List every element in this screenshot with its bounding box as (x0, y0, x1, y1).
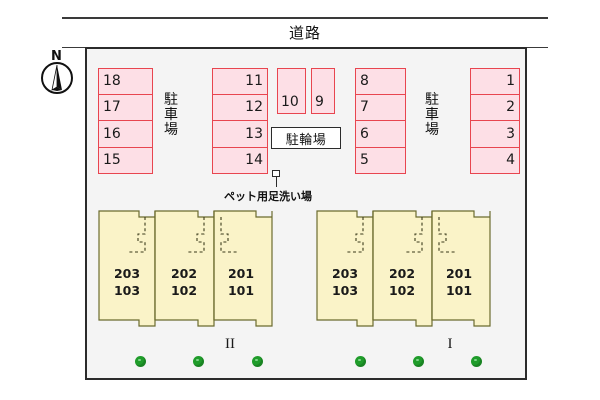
parking-stall[interactable]: 5 (355, 147, 406, 174)
parking-stall[interactable]: 17 (98, 94, 153, 121)
parking-stall[interactable]: 18 (98, 68, 153, 95)
unit-upper: 203 (331, 266, 359, 281)
pet-wash-label: ペット用足洗い場 (224, 190, 312, 203)
bicycle-parking-box[interactable]: 駐輪場 (271, 127, 341, 149)
unit-upper: 201 (227, 266, 255, 281)
unit-upper: 202 (170, 266, 198, 281)
parking-stall[interactable]: 1 (470, 68, 520, 95)
pet-wash-leader-line (276, 177, 277, 187)
tree-icon (193, 356, 204, 367)
parking-stall[interactable]: 11 (212, 68, 268, 95)
parking-stall[interactable]: 6 (355, 121, 406, 148)
parking-label-char: 駐 (425, 92, 439, 108)
tree-icon (355, 356, 366, 367)
parking-stall[interactable]: 14 (212, 147, 268, 174)
parking-column-1-4: 1 2 3 4 (470, 68, 520, 174)
unit-lower: 102 (388, 282, 416, 298)
tree-icon (135, 356, 146, 367)
parking-column-11-14: 11 12 13 14 (212, 68, 268, 174)
parking-column-15-18: 18 17 16 15 (98, 68, 153, 174)
pet-wash-marker-icon (272, 170, 280, 177)
building-II: 203 103 202 102 201 101 (98, 208, 273, 333)
road-label: 道路 (288, 24, 321, 42)
unit-label-201-101: 201 101 (437, 266, 481, 300)
building-designation-I: I (447, 336, 453, 352)
parking-lot-label-left: 駐 車 場 (163, 92, 179, 139)
unit-upper: 202 (388, 266, 416, 281)
parking-label-char: 場 (425, 122, 439, 139)
parking-stall[interactable]: 2 (470, 94, 520, 121)
parking-label-char: 駐 (164, 92, 178, 108)
unit-lower: 101 (445, 282, 473, 298)
parking-label-char: 車 (164, 107, 178, 124)
parking-stall-10[interactable]: 10 (277, 68, 306, 114)
parking-stall[interactable]: 16 (98, 121, 153, 148)
unit-label-202-102: 202 102 (380, 266, 424, 300)
building-designation-II: II (225, 336, 235, 352)
unit-upper: 203 (113, 266, 141, 281)
unit-lower: 103 (331, 282, 359, 298)
compass-rose: N (41, 49, 75, 96)
parking-column-5-8: 8 7 6 5 (355, 68, 406, 174)
parking-stall[interactable]: 15 (98, 147, 153, 174)
unit-label-203-103: 203 103 (323, 266, 367, 300)
tree-icon (413, 356, 424, 367)
parking-label-char: 車 (425, 107, 439, 124)
tree-icon (252, 356, 263, 367)
parking-stall[interactable]: 3 (470, 121, 520, 148)
unit-lower: 102 (170, 282, 198, 298)
unit-label-203-103: 203 103 (105, 266, 149, 300)
unit-label-202-102: 202 102 (162, 266, 206, 300)
parking-stall[interactable]: 4 (470, 147, 520, 174)
unit-upper: 201 (445, 266, 473, 281)
compass-needle-icon (51, 64, 62, 91)
parking-label-char: 場 (164, 122, 178, 139)
parking-lot-label-right: 駐 車 場 (424, 92, 440, 139)
parking-stall[interactable]: 12 (212, 94, 268, 121)
unit-lower: 101 (227, 282, 255, 298)
compass-north-label: N (51, 49, 62, 64)
road-top-edge (62, 17, 548, 19)
building-I: 203 103 202 102 201 101 (316, 208, 491, 333)
parking-stall[interactable]: 13 (212, 121, 268, 148)
parking-stall-9[interactable]: 9 (311, 68, 335, 114)
unit-label-201-101: 201 101 (219, 266, 263, 300)
parking-stall[interactable]: 8 (355, 68, 406, 95)
building-I-outline (316, 210, 491, 327)
building-II-outline (98, 210, 273, 327)
unit-lower: 103 (113, 282, 141, 298)
tree-icon (471, 356, 482, 367)
parking-stall[interactable]: 7 (355, 94, 406, 121)
